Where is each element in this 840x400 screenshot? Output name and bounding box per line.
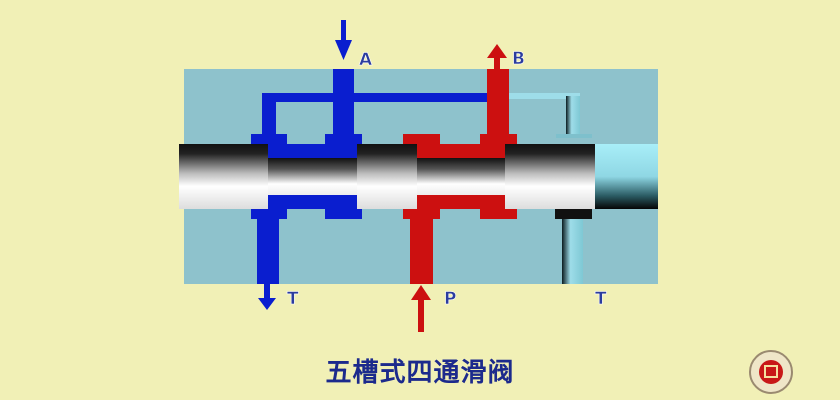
spool-land-2	[357, 144, 417, 209]
port-label-A: A	[359, 50, 373, 70]
arrow-B-out-icon	[487, 44, 507, 70]
right-return-pipe	[509, 93, 592, 284]
port-label-B: B	[512, 49, 525, 69]
port-label-P: P	[444, 289, 456, 309]
port-label-T-left: T	[287, 289, 299, 309]
spool-land-1	[179, 144, 268, 209]
return-flow-path	[251, 69, 487, 284]
arrow-A-in-icon	[335, 20, 352, 60]
spool	[179, 144, 658, 209]
diagram-title: 五槽式四通滑阀	[325, 358, 515, 388]
spool-groove-2	[417, 158, 505, 195]
arrow-P-in-icon	[411, 285, 431, 332]
spool-rod	[595, 144, 658, 209]
university-seal-icon	[749, 350, 793, 394]
pressure-flow-path	[403, 69, 517, 284]
spool-land-3	[505, 144, 595, 209]
arrow-T-out-icon	[258, 284, 276, 310]
port-label-T-right: T	[595, 289, 607, 309]
spool-groove-1	[268, 158, 357, 195]
